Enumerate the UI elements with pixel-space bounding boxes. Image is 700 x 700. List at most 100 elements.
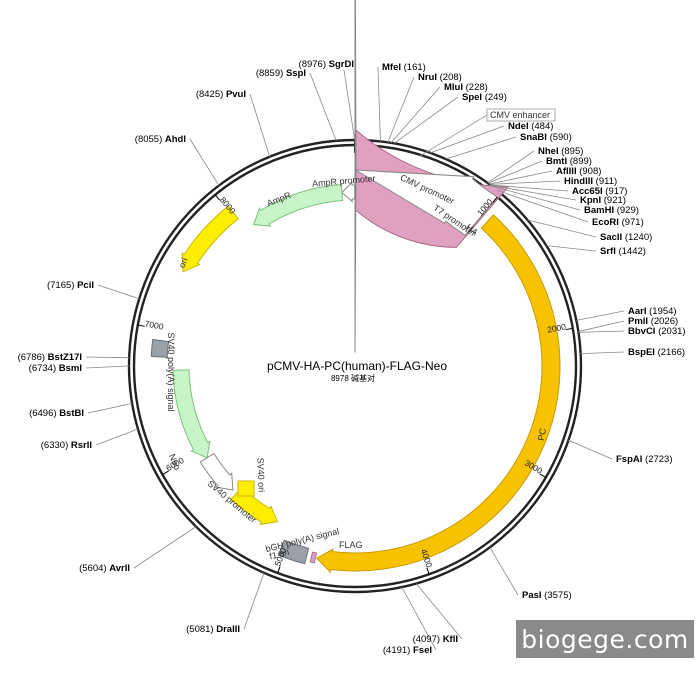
site-pos-pcii: (7165): [47, 280, 77, 291]
site-leader-ndei: [429, 125, 505, 154]
tick-mark-2000: [565, 327, 573, 331]
sites-layer: (8976) SgrDI(8859) SspI(8425) PvuI(8055)…: [18, 59, 686, 656]
t7-promoter-arrow: [355, 169, 499, 236]
site-label-acc65i: Acc65I (917): [572, 186, 627, 197]
bgh-polya-block: [277, 539, 310, 565]
site-name-afliii: AflIII: [556, 166, 577, 177]
site-pos-hindiii: (911): [593, 176, 617, 187]
site-leader-hindiii: [489, 180, 561, 185]
site-label-ndei: NdeI (484): [508, 121, 553, 132]
site-leader-sspi: [309, 72, 337, 141]
site-label-draiii: (5081) DraIII: [186, 624, 240, 635]
site-leader-nhei: [487, 150, 535, 184]
site-pos-snabi: (590): [547, 132, 572, 143]
site-leader-kpni: [490, 184, 577, 201]
cmv-promoter-arrow: [354, 0, 357, 353]
sv40-polya-block: [150, 338, 170, 358]
site-pos-kfli: (4097): [413, 634, 443, 645]
site-name-ecori: EcoRI: [592, 217, 619, 228]
site-leader-pmli: [578, 320, 625, 332]
site-label-bbvci: BbvCI (2031): [628, 326, 686, 337]
site-leader-ahdi: [189, 138, 220, 186]
site-name-pcii: PciI: [77, 280, 94, 291]
cmv-enhancer-leader: [419, 114, 488, 157]
ori-arrow: [181, 205, 239, 273]
site-pos-bamhi: (929): [614, 205, 639, 216]
site-leader-bamhi: [491, 185, 581, 211]
site-leader-mlui: [390, 86, 441, 144]
site-leader-pvui: [249, 93, 271, 157]
site-leader-kfli: [415, 583, 463, 640]
site-leader-ecori: [496, 189, 589, 223]
site-name-hindiii: HindIII: [564, 176, 593, 187]
site-name-bsmi: BsmI: [59, 363, 82, 374]
site-pos-spei: (249): [482, 92, 507, 103]
neo-arrow: [172, 369, 211, 459]
site-label-pvui: (8425) PvuI: [196, 89, 246, 100]
site-pos-acc65i: (917): [603, 186, 628, 197]
f1-ori-arrow: [230, 486, 279, 525]
site-name-bbvci: BbvCI: [628, 326, 655, 337]
site-name-spei: SpeI: [462, 92, 482, 103]
tick-mark-4000: [426, 567, 430, 575]
sv40-promoter-arrow: [199, 452, 234, 491]
site-name-bspei: BspEI: [628, 347, 655, 358]
site-label-bstbi: (6496) BstBI: [29, 408, 84, 419]
tick-mark-5000: [277, 566, 281, 574]
site-label-aari: AarI (1954): [628, 306, 677, 317]
site-name-ahdi: AhdI: [165, 134, 186, 145]
site-name-rsrii: RsrII: [71, 440, 92, 451]
site-name-ndei: NdeI: [508, 121, 529, 132]
site-leader-bsmi: [85, 365, 130, 369]
site-name-kpni: KpnI: [580, 195, 601, 206]
ori-label: ori: [177, 256, 190, 269]
site-name-bmti: BmtI: [546, 156, 567, 167]
site-label-sspi: (8859) SspI: [256, 68, 306, 79]
site-leader-sgrdi: [343, 69, 356, 141]
site-label-sgrdi: (8976) SgrDI: [299, 59, 354, 70]
site-label-bspei: BspEI (2166): [628, 347, 685, 358]
site-leader-srfi: [546, 245, 597, 252]
site-pos-kpni: (921): [601, 195, 626, 206]
site-pos-sgrdi: (8976): [299, 59, 329, 70]
flag-block: [309, 551, 317, 564]
site-name-mfei: MfeI: [382, 62, 401, 73]
site-leader-sacii: [527, 219, 597, 238]
site-label-pasi: PasI (3575): [522, 590, 572, 601]
site-label-hindiii: HindIII (911): [564, 176, 617, 187]
site-pos-bstz17i: (6786): [18, 352, 48, 363]
site-name-pvui: PvuI: [226, 89, 246, 100]
site-pos-mlui: (228): [463, 82, 488, 93]
site-label-mfei: MfeI (161): [382, 62, 426, 73]
site-pos-bspei: (2166): [655, 347, 685, 358]
watermark: biogege.com: [516, 620, 694, 658]
site-name-draiii: DraIII: [216, 624, 240, 635]
site-leader-snabi: [445, 136, 517, 160]
site-leader-mfei: [377, 66, 381, 142]
site-label-bstz17i: (6786) BstZ17I: [18, 352, 82, 363]
site-leader-acc65i: [490, 184, 569, 192]
site-name-pasi: PasI: [522, 590, 542, 601]
site-label-avrii: (5604) AvrII: [79, 563, 130, 574]
site-label-pcii: (7165) PciI: [47, 280, 94, 291]
site-label-srfi: SrfI (1442): [600, 246, 646, 257]
site-pos-afliii: (908): [577, 166, 602, 177]
site-leader-aari: [576, 310, 625, 321]
site-name-fspai: FspAI: [616, 454, 642, 465]
f1-ori-label: f1 ori: [268, 547, 290, 562]
site-name-aari: AarI: [628, 306, 646, 317]
site-name-nrui: NruI: [418, 72, 437, 83]
site-pos-fsei: (4191): [383, 645, 413, 656]
site-pos-rsrii: (6330): [41, 440, 71, 451]
site-name-bamhi: BamHI: [584, 205, 614, 216]
features-layer: [150, 0, 561, 574]
site-label-mlui: MluI (228): [444, 82, 488, 93]
site-pos-pasi: (3575): [542, 590, 572, 601]
site-name-sspi: SspI: [286, 68, 306, 79]
site-name-srfi: SrfI: [600, 246, 616, 257]
site-name-kfli: KflI: [443, 634, 458, 645]
site-name-snabi: SnaBI: [520, 132, 547, 143]
site-pos-srfi: (1442): [616, 246, 646, 257]
